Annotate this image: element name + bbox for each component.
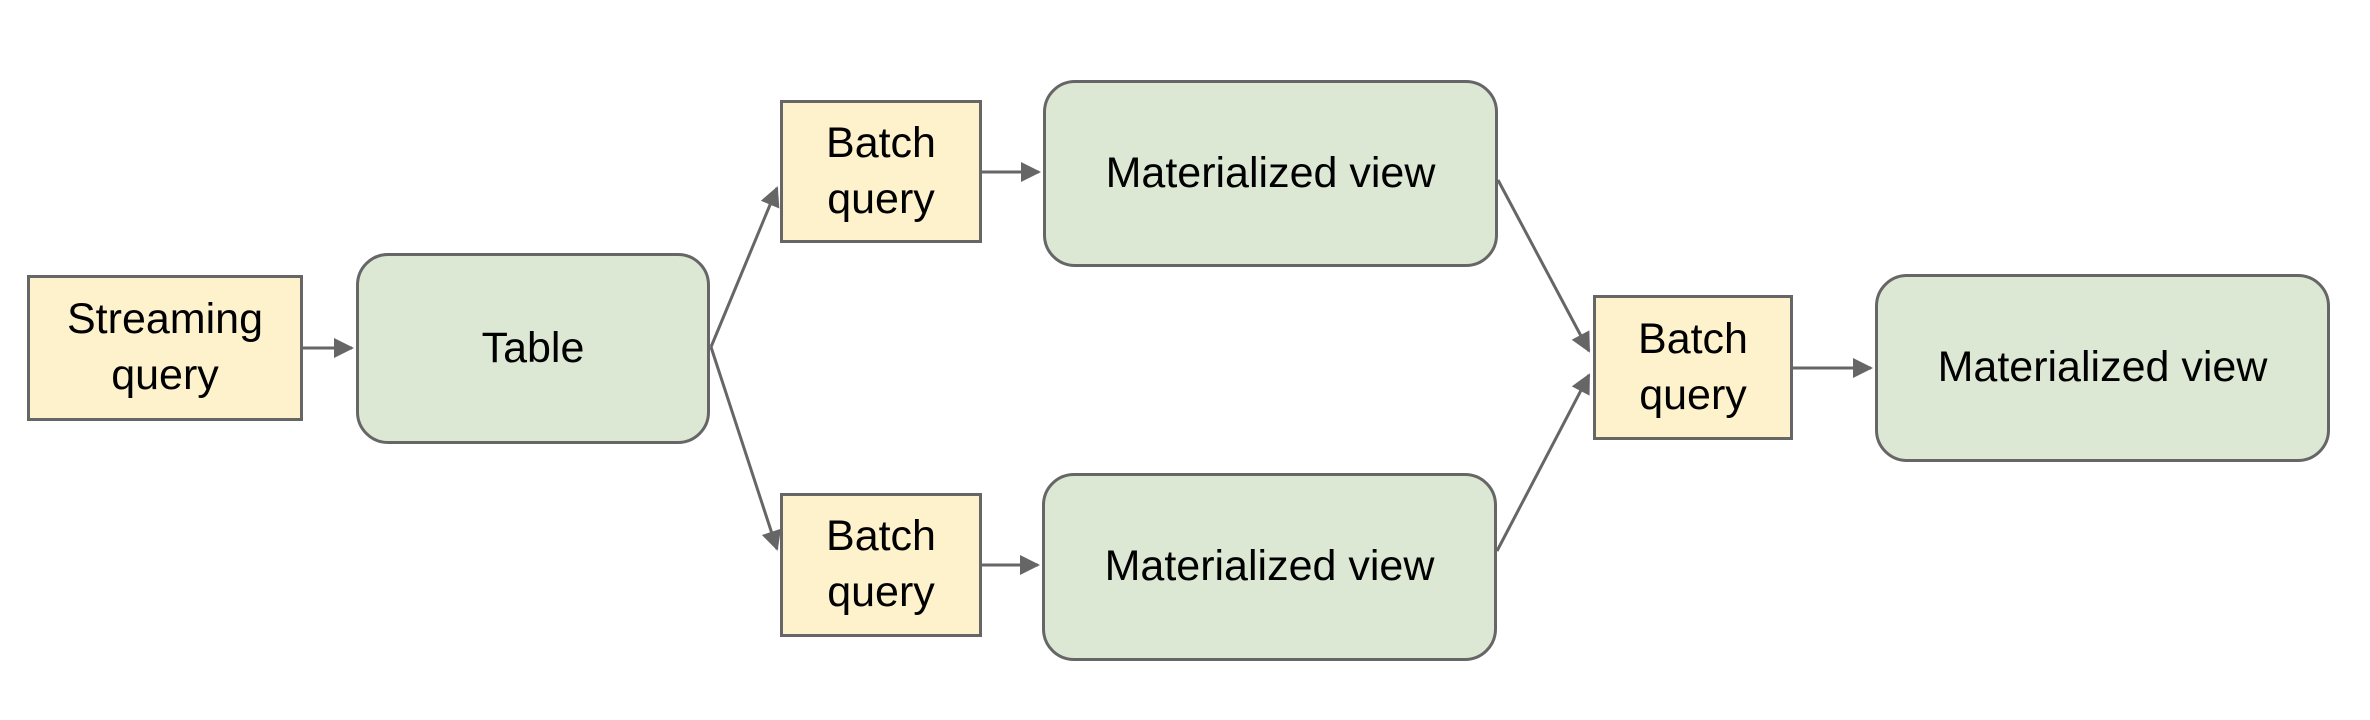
node-batch-query-top: Batch query — [780, 100, 982, 243]
node-label: Batch query — [1638, 314, 1748, 419]
node-streaming-query: Streaming query — [27, 275, 303, 421]
edge-table-to-batch-top — [709, 186, 780, 348]
node-label: Batch query — [826, 118, 936, 223]
node-materialized-view-right: Materialized view — [1875, 274, 2330, 462]
node-materialized-view-top: Materialized view — [1043, 80, 1498, 267]
node-label: Table — [481, 323, 585, 372]
node-batch-query-right: Batch query — [1593, 295, 1793, 440]
node-materialized-view-bottom: Materialized view — [1042, 473, 1497, 661]
node-table: Table — [356, 253, 710, 444]
node-label: Streaming query — [67, 295, 263, 399]
edge-mv-top-to-batch-right — [1496, 179, 1591, 353]
edge-mv-bottom-to-batch-right — [1495, 373, 1591, 552]
node-label: Materialized view — [1104, 542, 1435, 591]
node-label: Batch query — [826, 512, 936, 616]
node-label: Materialized view — [1937, 343, 2268, 392]
edge-table-to-batch-bottom — [709, 346, 781, 551]
node-label: Materialized view — [1105, 148, 1436, 197]
node-batch-query-bottom: Batch query — [780, 493, 982, 637]
